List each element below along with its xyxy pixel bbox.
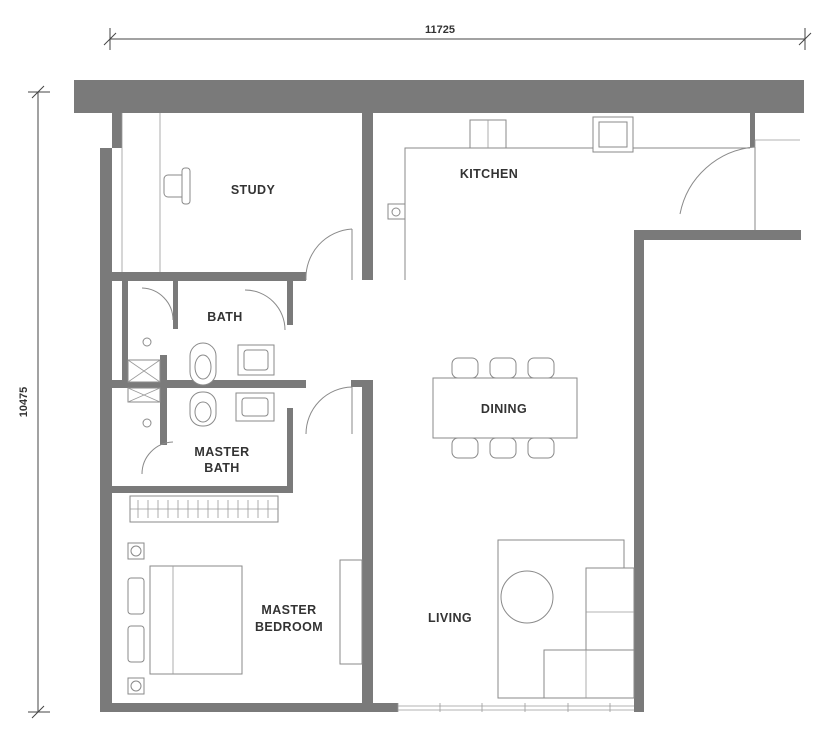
- room-label-kitchen: KITCHEN: [460, 167, 518, 181]
- room-label-master-bedroom-line1: MASTER: [261, 603, 316, 617]
- room-label-master-bedroom-line2: BEDROOM: [255, 620, 323, 634]
- room-label-master-bath-line2: BATH: [204, 461, 239, 475]
- wardrobe: [129, 495, 279, 523]
- tv-console: [339, 559, 363, 665]
- walls: [74, 80, 804, 712]
- living-sofa: [497, 539, 635, 699]
- room-label-study: STUDY: [231, 183, 276, 197]
- dimension-height: 10475: [18, 85, 50, 719]
- dining-table: [432, 357, 578, 459]
- doors: [141, 146, 756, 475]
- height-dimension-label: 10475: [18, 387, 30, 418]
- dimension-width: 11725: [103, 24, 812, 50]
- room-label-dining: DINING: [481, 402, 527, 416]
- study-chair: [163, 167, 191, 205]
- width-dimension-label: 11725: [425, 24, 455, 36]
- room-label-living: LIVING: [428, 611, 472, 625]
- bath-fixtures: [127, 337, 275, 428]
- master-bed: [127, 542, 243, 695]
- room-label-master-bath-line1: MASTER: [194, 445, 249, 459]
- room-label-bath: BATH: [207, 310, 242, 324]
- kitchen-counter: [387, 116, 750, 280]
